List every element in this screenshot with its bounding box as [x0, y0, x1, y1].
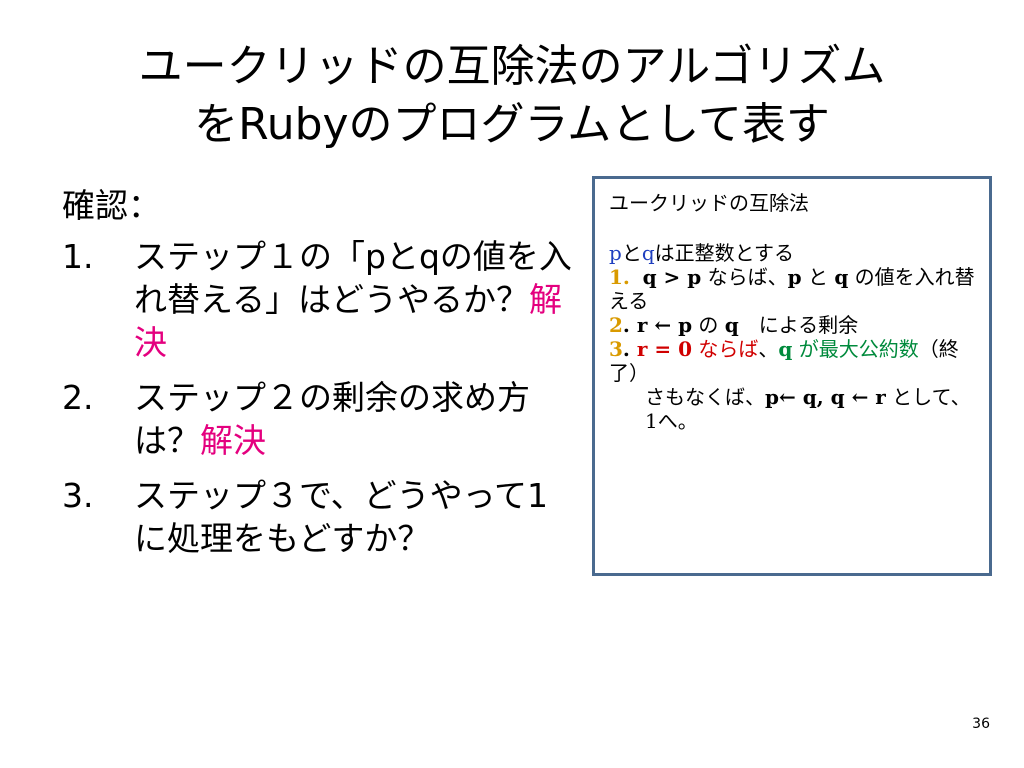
var-q: q	[641, 241, 655, 265]
algorithm-step-1: 1. q > p ならば、p と q の値を入れ替える	[609, 265, 981, 313]
step-1-number: 1.	[609, 265, 630, 289]
slide-title-line2: をRubyのプログラムとして表す	[194, 99, 830, 150]
step-1-condition: q > p	[642, 265, 702, 289]
step-1-var-p: p	[787, 265, 802, 289]
algorithm-premise: pとqは正整数とする	[609, 241, 981, 265]
confirmation-heading: 確認：	[62, 186, 161, 225]
step-2-no: の	[692, 313, 725, 337]
step-2-rest: による剰余	[738, 313, 859, 337]
step-3-var-q: q	[778, 337, 793, 361]
confirmation-list: 確認： 1. ステップ１の「pとqの値を入れ替える」はどうやるか？解決 2. ス…	[62, 184, 572, 572]
algorithm-box-title: ユークリッドの互除法	[609, 191, 809, 215]
step-3-condition: r = 0	[636, 337, 692, 361]
list-item-text: ステップ１の「pとqの値を入れ替える」はどうやるか？	[134, 237, 572, 319]
list-item-3: 3. ステップ３で、どうやって1に処理をもどすか？	[62, 474, 572, 560]
algorithm-box: ユークリッドの互除法 pとqは正整数とする 1. q > p ならば、p と q…	[592, 176, 992, 576]
premise-rest: は正整数とする	[654, 241, 795, 265]
list-item-number: 1.	[62, 237, 94, 276]
step-2-expression: r ← p	[636, 313, 693, 337]
var-p: p	[609, 241, 622, 265]
list-item-text: ステップ２の剰余の求め方は？	[134, 378, 530, 460]
slide-title-line1: ユークリッドの互除法のアルゴリズム	[138, 41, 886, 92]
solved-label: 解決	[200, 421, 266, 460]
step-3-dot: .	[622, 337, 637, 361]
step-2-number: 2	[609, 313, 623, 337]
step-3-rest: が最大公約数	[792, 337, 919, 361]
list-item-number: 3.	[62, 476, 94, 515]
step-1-to: と	[801, 265, 835, 289]
else-prefix: さもなくば、	[645, 385, 765, 409]
step-1-text: ならば、	[701, 265, 788, 289]
step-3-naraba: ならば	[692, 337, 759, 361]
list-item-text: ステップ３で、どうやって1に処理をもどすか？	[134, 476, 549, 558]
premise-to: と	[621, 241, 642, 265]
step-1-text-rest: の値を入れ替える	[609, 265, 975, 313]
list-item-number: 2.	[62, 378, 94, 417]
algorithm-step-2: 2. r ← p の q による剰余	[609, 313, 981, 337]
step-2-var-q: q	[724, 313, 739, 337]
else-expression: p← q, q ← r	[765, 385, 886, 409]
algorithm-else-line: さもなくば、p← q, q ← r として、1へ。	[609, 385, 981, 433]
step-3-number: 3	[609, 337, 623, 361]
step-3-end: （終了）	[609, 337, 959, 385]
list-item-2: 2. ステップ２の剰余の求め方は？解決	[62, 376, 572, 462]
step-2-dot: .	[622, 313, 637, 337]
algorithm-step-3: 3. r = 0 ならば、q が最大公約数（終了）	[609, 337, 981, 385]
step-3-comma: 、	[758, 337, 779, 361]
else-suffix: として、1へ。	[645, 385, 971, 433]
page-number: 36	[972, 716, 990, 732]
step-1-var-q: q	[834, 265, 849, 289]
solved-label: 解決	[134, 280, 563, 362]
slide-title: ユークリッドの互除法のアルゴリズム をRubyのプログラムとして表す	[0, 38, 1024, 154]
list-item-1: 1. ステップ１の「pとqの値を入れ替える」はどうやるか？解決	[62, 235, 572, 364]
